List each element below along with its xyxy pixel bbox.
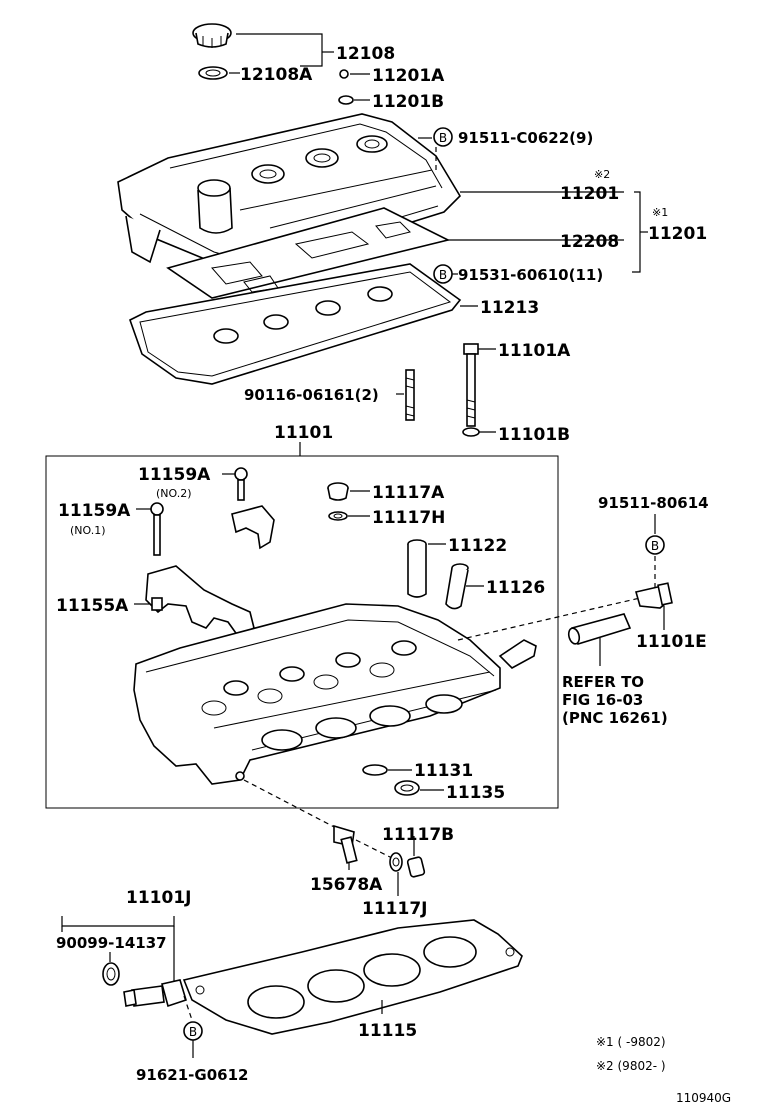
label-90099-14137: 90099-14137 [56,934,167,952]
label-11101: 11101 [274,423,333,443]
bolt-b-circle: B [651,539,659,553]
label-11201b: 11201B [372,92,444,112]
dowel-pin-drawing [151,597,163,611]
note-mark-1: ※1 [652,206,668,219]
water-pipe-drawing [567,613,632,645]
oil-filler-cap-drawing [192,23,232,48]
refer-line-3: (PNC 16261) [562,709,668,727]
label-12208: 12208 [560,232,619,252]
figure-id: 110940G [676,1091,731,1105]
bolt-b-circle: B [439,131,447,145]
head-bolt-drawing [462,343,480,437]
cap-gasket-drawing [198,66,228,80]
straight-pin-11122-drawing [407,539,427,598]
head-cover-gasket-11213-drawing [129,263,462,385]
gasket-11131-drawing [362,764,388,776]
cam-position-sensor-drawing [634,582,673,609]
bearing-cap-no1-drawing [145,565,255,638]
label-11101e: 11101E [636,632,707,652]
temp-sensor-drawing [123,979,187,1008]
cap-bolt-no2-drawing [234,467,248,501]
label-11159a-no2: 11159A [138,465,211,485]
label-11126: 11126 [486,578,545,598]
label-15678a: 15678A [310,875,383,895]
label-11101b: 11101B [498,425,570,445]
label-12108a: 12108A [240,65,313,85]
label-11213: 11213 [480,298,539,318]
label-90116-06161: 90116-06161(2) [244,386,379,404]
label-11115: 11115 [358,1021,417,1041]
cylinder-head-gasket-drawing [182,919,523,1035]
refer-line-1: REFER TO [562,673,644,691]
label-11117b: 11117B [382,825,454,845]
refer-line-2: FIG 16-03 [562,691,643,709]
label-11117a: 11117A [372,483,445,503]
label-no1: (NO.1) [70,524,106,537]
label-91621-g0612: 91621-G0612 [136,1066,248,1084]
small-seal-drawings [338,69,354,105]
note-1: ※1 ( -9802) [596,1035,666,1049]
stud-bolt-drawing [405,369,415,421]
label-91531-60610: 91531-60610(11) [458,266,603,284]
label-91511-c0622: 91511-C0622(9) [458,129,593,147]
label-91511-80614: 91511-80614 [598,494,709,512]
label-11101j: 11101J [126,888,191,908]
label-11155a: 11155A [56,596,129,616]
cylinder-head-subassy-frame [45,455,559,809]
label-11122: 11122 [448,536,507,556]
o-ring-drawing [102,962,120,986]
label-12108: 12108 [336,44,395,64]
label-11201-assy: 11201 [648,224,707,244]
label-no2: (NO.2) [156,487,192,500]
cylinder-head-drawing [133,603,537,785]
note-mark-2: ※2 [594,168,610,181]
plug-11117b-drawing [389,852,426,878]
label-11159a-no1: 11159A [58,501,131,521]
label-11117h: 11117H [372,508,445,528]
cap-bolt-no1-drawing [150,502,164,556]
straight-pin-11126-drawing [445,563,469,610]
label-11101a: 11101A [498,341,571,361]
union-15678a-drawing [333,824,358,864]
plug-11117a-drawing [327,482,349,521]
bolt-b-circle: B [439,268,447,282]
bolt-b-circle: B [189,1025,197,1039]
label-11201a: 11201A [372,66,445,86]
label-11135: 11135 [446,783,505,803]
label-11131: 11131 [414,761,473,781]
seal-11135-drawing [394,780,420,796]
note-2: ※2 (9802- ) [596,1059,666,1073]
bearing-cap-no2-drawing [231,505,275,550]
label-11117j: 11117J [362,899,427,919]
label-11201-cover: 11201 [560,184,619,204]
